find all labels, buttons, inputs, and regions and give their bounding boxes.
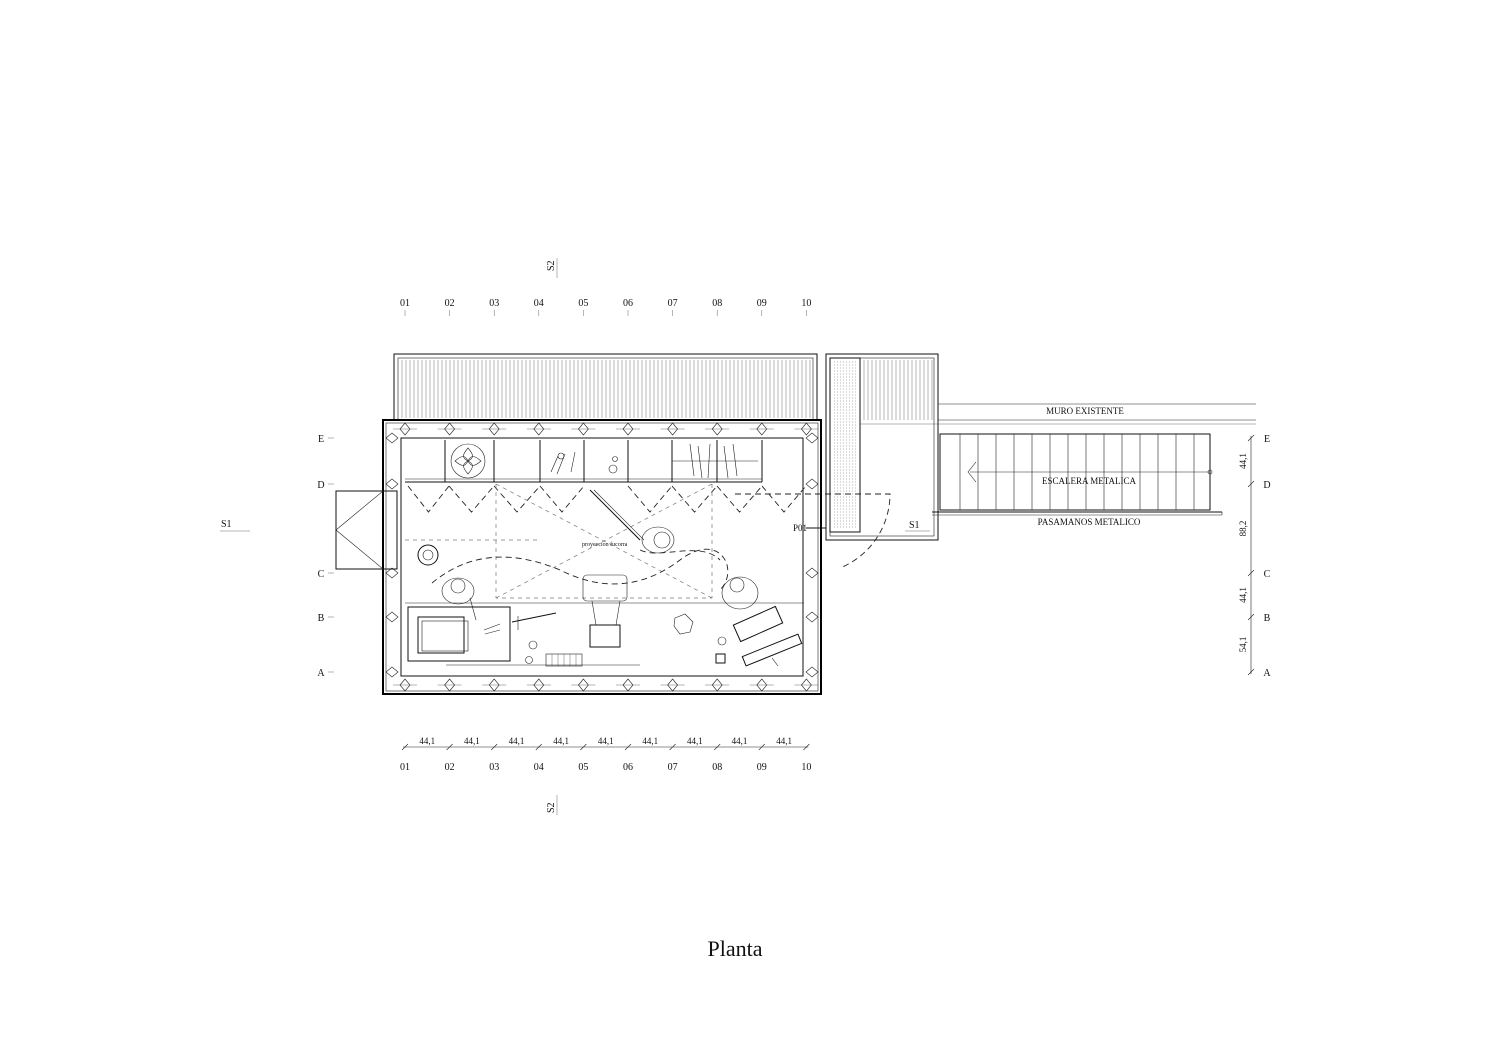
- section-mark-s2-top: S2: [546, 258, 558, 278]
- column-label-top-04: 04: [534, 298, 544, 309]
- hand-tools-icon: [550, 451, 576, 475]
- column-spacing-9: 44,1: [776, 736, 792, 746]
- row-label-right-E: E: [1264, 434, 1270, 445]
- existing-wall-label: MURO EXISTENTE: [1046, 406, 1124, 416]
- column-label-top-02: 02: [445, 298, 455, 309]
- chair-icon: [582, 574, 628, 648]
- existing-wall: MURO EXISTENTE: [860, 403, 1256, 425]
- column-spacing-5: 44,1: [598, 736, 614, 746]
- row-dimension-2: 88,2: [1238, 521, 1248, 537]
- section-s2-top-text: S2: [546, 260, 557, 271]
- roof-overhang-right: [825, 353, 939, 541]
- column-label-top-08: 08: [712, 298, 722, 309]
- column-spacing-6: 44,1: [642, 736, 658, 746]
- row-dimension-4: 54,1: [1238, 637, 1248, 653]
- column-label-top-09: 09: [757, 298, 767, 309]
- door-p01: P01: [735, 493, 891, 569]
- column-label-top-07: 07: [668, 298, 678, 309]
- column-label-bottom-04: 04: [534, 762, 544, 773]
- column-spacing-1: 44,1: [419, 736, 435, 746]
- column-label-top-01: 01: [400, 298, 410, 309]
- column-label-top-03: 03: [489, 298, 499, 309]
- row-label-left-D: D: [317, 480, 324, 491]
- row-label-left-E: E: [318, 434, 324, 445]
- door-p01-label: P01: [793, 523, 807, 533]
- section-mark-s1-left: S1: [220, 519, 250, 532]
- row-label-right-D: D: [1263, 480, 1270, 491]
- bottom-dimension-chain: 44,1 44,1 44,1 44,1 44,1 44,1 44,1 44,1 44,1: [401, 736, 810, 751]
- cabinet-door-swings: [407, 485, 807, 513]
- section-s1-left-text: S1: [221, 519, 232, 530]
- person-right-icon: [721, 576, 759, 610]
- row-label-left-A: A: [317, 668, 325, 679]
- column-label-bottom-03: 03: [489, 762, 499, 773]
- column-label-top-05: 05: [578, 298, 588, 309]
- metal-handrail: PASAMANOS METALICO: [932, 511, 1223, 527]
- column-label-bottom-09: 09: [757, 762, 767, 773]
- column-spacing-7: 44,1: [687, 736, 703, 746]
- person-left-icon: [417, 544, 477, 621]
- projector: proyeccion fucorra: [582, 489, 645, 548]
- row-label-right-A: A: [1263, 668, 1271, 679]
- drawing-title: Planta: [708, 936, 763, 961]
- person-top-icon: [641, 526, 675, 554]
- roof-overhang-left: [393, 353, 818, 421]
- column-label-bottom-08: 08: [712, 762, 722, 773]
- top-column-labels: 01 02 03 04 05 06 07 08 09 10: [400, 298, 811, 316]
- column-spacing-8: 44,1: [732, 736, 748, 746]
- projection-lines: [405, 483, 729, 599]
- column-label-bottom-07: 07: [668, 762, 678, 773]
- column-spacing-3: 44,1: [509, 736, 525, 746]
- column-label-bottom-10: 10: [801, 762, 811, 773]
- drawing-table: [405, 602, 804, 667]
- column-label-bottom-02: 02: [445, 762, 455, 773]
- column-spacing-4: 44,1: [553, 736, 569, 746]
- column-spacing-2: 44,1: [464, 736, 480, 746]
- projection-label: proyeccion fucorra: [582, 541, 628, 548]
- section-s2-bottom-text: S2: [546, 802, 557, 813]
- building-envelope: [382, 419, 822, 695]
- row-dimension-1: 44,1: [1238, 453, 1248, 469]
- column-label-bottom-05: 05: [578, 762, 588, 773]
- metal-stair: ESCALERA METALICA: [939, 433, 1213, 511]
- metal-handrail-label: PASAMANOS METALICO: [1038, 517, 1141, 527]
- right-row-labels: E D C B A: [1263, 434, 1271, 679]
- row-label-left-C: C: [318, 569, 325, 580]
- section-s1-right-text: S1: [909, 520, 920, 531]
- column-label-top-06: 06: [623, 298, 633, 309]
- right-dimension-chain: 44,1 88,2 44,1 54,1: [1238, 434, 1255, 676]
- spool-icon: [608, 456, 618, 474]
- column-label-bottom-06: 06: [623, 762, 633, 773]
- left-row-labels: E D C B A: [317, 434, 334, 679]
- column-label-bottom-01: 01: [400, 762, 410, 773]
- upper-shelving: [405, 440, 763, 483]
- bottom-column-labels: 01 02 03 04 05 06 07 08 09 10: [400, 762, 811, 773]
- row-label-right-C: C: [1264, 569, 1271, 580]
- computer-desk: [673, 605, 803, 667]
- column-label-top-10: 10: [801, 298, 811, 309]
- metal-stair-label: ESCALERA METALICA: [1042, 476, 1137, 486]
- utensil-rack-icon: [672, 443, 758, 479]
- plant-icon: [450, 443, 486, 479]
- row-dimension-3: 44,1: [1238, 587, 1248, 603]
- section-mark-s1-right: S1: [905, 520, 930, 532]
- row-label-right-B: B: [1264, 613, 1271, 624]
- row-label-left-B: B: [318, 613, 325, 624]
- section-mark-s2-bottom: S2: [546, 795, 558, 815]
- entrance-porch: [335, 490, 398, 570]
